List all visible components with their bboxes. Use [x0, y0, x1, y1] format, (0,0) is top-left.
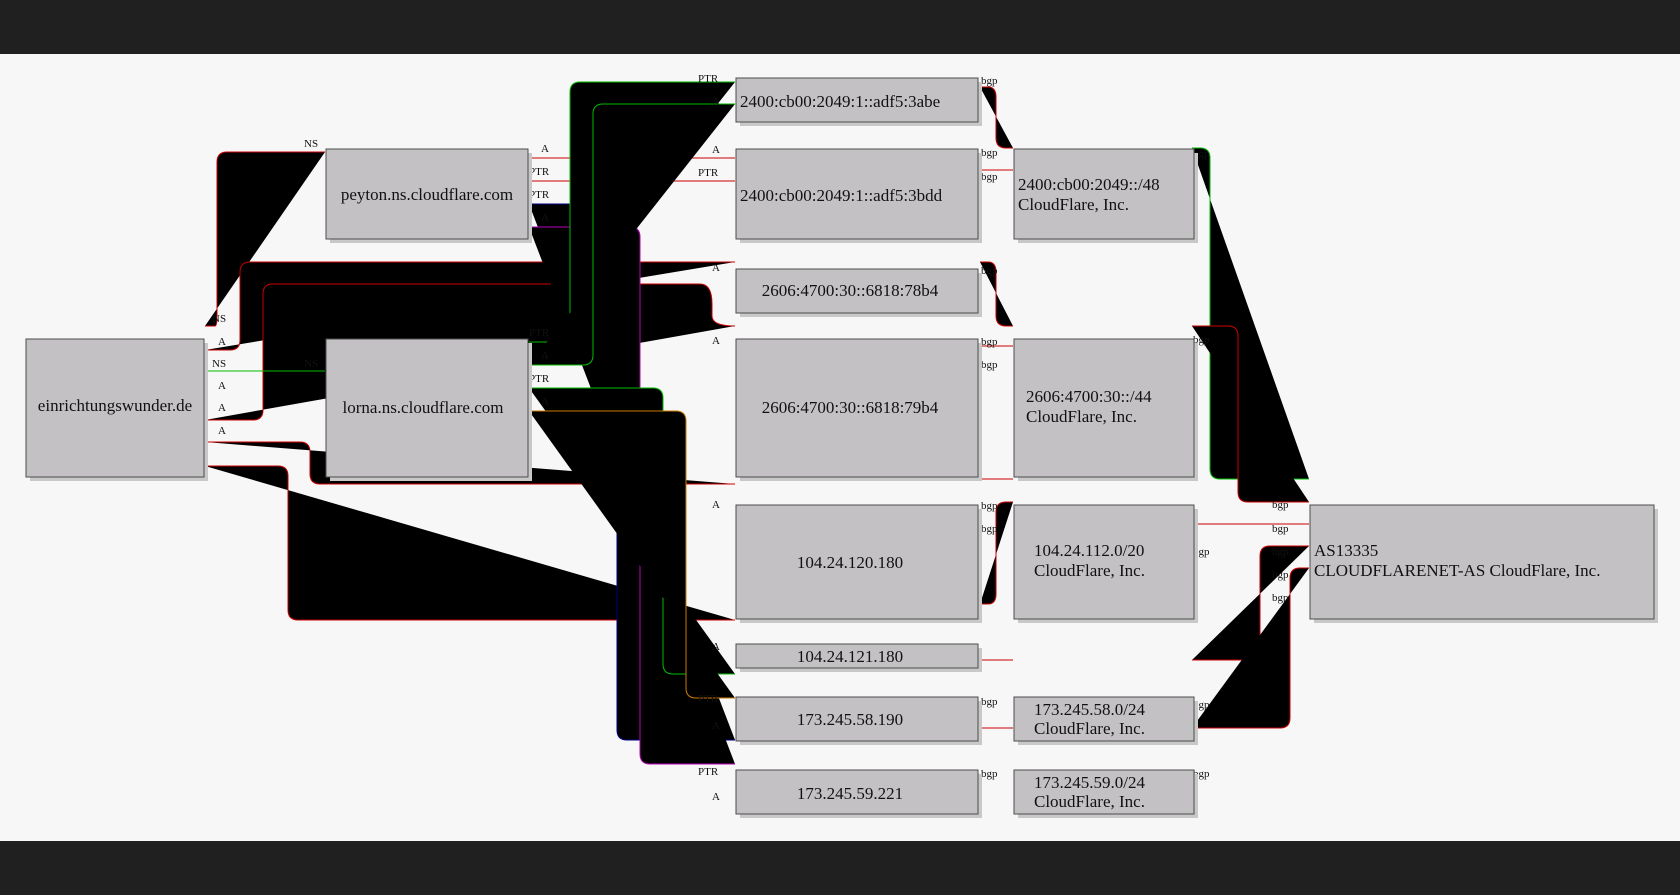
node-ip4-59: 173.245.59.221	[735, 769, 982, 818]
edge-lorna-ip4-58-a	[529, 410, 735, 699]
node-ip6-abe: 2400:cb00:2049:1::adf5:3abe	[735, 77, 982, 126]
edge-abe-net2400	[980, 86, 1013, 149]
node-ip4-120: 104.24.120.180	[735, 504, 982, 623]
node-lorna-label: lorna.ns.cloudflare.com	[343, 398, 504, 417]
label-ns-peyton: NS	[304, 138, 318, 150]
node-ip4-59-label: 173.245.59.221	[797, 784, 903, 803]
label-a-lorna2: A	[541, 396, 549, 408]
label-bgp-120: bgp	[981, 500, 998, 512]
node-peyton-label: peyton.ns.cloudflare.com	[341, 185, 513, 204]
edge-lorna-ip6-abe-a	[529, 103, 735, 366]
label-bgp-8b4: bgp	[981, 265, 998, 277]
node-net-2400-line1: 2400:cb00:2049::/48	[1018, 175, 1160, 194]
edge-domain-peyton-ns	[205, 151, 325, 327]
node-net-59-line1: 173.245.59.0/24	[1034, 773, 1145, 792]
edge-domain-ip4-121	[205, 465, 735, 621]
label-bgp-abe: bgp	[981, 75, 998, 87]
label-bgp-asn2: bgp	[1272, 523, 1289, 535]
label-a-domain1: A	[218, 336, 226, 348]
node-ip4-58: 173.245.58.190	[735, 696, 982, 745]
node-domain: einrichtungswunder.de	[25, 338, 208, 481]
node-ip6-9b4: 2606:4700:30::6818:79b4	[735, 338, 982, 481]
dns-graph: NS NS A NS NS A A A A PTR PTR A PTR A PT…	[25, 73, 1658, 818]
node-ip6-9b4-label: 2606:4700:30::6818:79b4	[762, 398, 939, 417]
node-ip6-bdd: 2400:cb00:2049:1::adf5:3bdd	[735, 148, 982, 243]
node-ip4-121-label: 104.24.121.180	[797, 647, 903, 666]
node-net-58: 173.245.58.0/24 CloudFlare, Inc.	[1013, 696, 1198, 745]
label-bgp-58: bgp	[981, 696, 998, 708]
label-ptr-lorna2: PTR	[529, 373, 550, 385]
label-a-domain2: A	[218, 380, 226, 392]
label-ptr-59: PTR	[698, 766, 719, 778]
label-ns-lorna: NS	[304, 358, 318, 370]
node-net-2606-line2: CloudFlare, Inc.	[1026, 407, 1137, 426]
node-net-58-line2: CloudFlare, Inc.	[1034, 719, 1145, 738]
label-a-8b4: A	[712, 262, 720, 274]
label-bgp-bdd1: bgp	[981, 147, 998, 159]
label-a-59: A	[712, 791, 720, 803]
label-bgp-asn1: bgp	[1272, 499, 1289, 511]
label-a-domain3: A	[218, 402, 226, 414]
node-asn-line2: CLOUDFLARENET-AS CloudFlare, Inc.	[1314, 561, 1600, 580]
diagram-canvas: NS NS A NS NS A A A A PTR PTR A PTR A PT…	[0, 54, 1680, 841]
label-ns-domain1: NS	[212, 313, 226, 325]
label-a-120: A	[712, 499, 720, 511]
label-a-abe: A	[712, 96, 720, 108]
node-net-59: 173.245.59.0/24 CloudFlare, Inc.	[1013, 769, 1198, 818]
edge-net58-asn	[1192, 545, 1309, 661]
label-bgp-59: bgp	[981, 768, 998, 780]
label-bgp-121: bgp	[981, 523, 998, 535]
node-net-58-line1: 173.245.58.0/24	[1034, 700, 1145, 719]
label-bgp-asn3: bgp	[1272, 546, 1289, 558]
node-net-104-line2: CloudFlare, Inc.	[1034, 561, 1145, 580]
node-net-2606-line1: 2606:4700:30::/44	[1026, 387, 1152, 406]
edge-net59-asn	[1192, 567, 1309, 729]
label-bgp-9b4a: bgp	[981, 336, 998, 348]
label-a-9b4: A	[712, 335, 720, 347]
label-a-peyton2: A	[541, 212, 549, 224]
label-ptr-58: PTR	[698, 693, 719, 705]
label-a-58: A	[712, 720, 720, 732]
node-net-104-line1: 104.24.112.0/20	[1034, 541, 1144, 560]
node-peyton: peyton.ns.cloudflare.com	[325, 148, 532, 243]
node-ip4-58-label: 173.245.58.190	[797, 710, 903, 729]
node-ip6-abe-label: 2400:cb00:2049:1::adf5:3abe	[740, 92, 940, 111]
label-bgp-asn4: bgp	[1272, 569, 1289, 581]
node-net-2400: 2400:cb00:2049::/48 CloudFlare, Inc.	[1013, 148, 1198, 243]
label-ptr-abe: PTR	[698, 73, 719, 85]
label-bgp-asn5: bgp	[1272, 592, 1289, 604]
label-bgp-9b4b: bgp	[981, 359, 998, 371]
node-ip6-8b4-label: 2606:4700:30::6818:78b4	[762, 281, 939, 300]
edge-net2606-asn	[1192, 325, 1309, 503]
label-a-lorna1: A	[541, 350, 549, 362]
node-net-104: 104.24.112.0/20 CloudFlare, Inc.	[1013, 504, 1198, 623]
label-a-domain4: A	[218, 425, 226, 437]
label-ptr-peyton1: PTR	[529, 166, 550, 178]
node-ip4-120-label: 104.24.120.180	[797, 553, 903, 572]
edge-8b4-net2606	[980, 261, 1013, 327]
node-ip6-bdd-label: 2400:cb00:2049:1::adf5:3bdd	[740, 186, 943, 205]
node-lorna: lorna.ns.cloudflare.com	[325, 338, 532, 481]
node-ip4-121: 104.24.121.180	[735, 643, 982, 672]
label-ptr-peyton2: PTR	[529, 189, 550, 201]
edge-121-net104	[980, 501, 1013, 605]
label-a-peyton1: A	[541, 143, 549, 155]
node-net-2400-line2: CloudFlare, Inc.	[1018, 195, 1129, 214]
label-ns-domain2: NS	[212, 358, 226, 370]
label-bgp-bdd2: bgp	[981, 171, 998, 183]
label-a-bdd: A	[712, 144, 720, 156]
label-ptr-lorna1: PTR	[529, 327, 550, 339]
label-ptr-bdd: PTR	[698, 167, 719, 179]
node-net-59-line2: CloudFlare, Inc.	[1034, 792, 1145, 811]
label-a-121: A	[712, 641, 720, 653]
node-net-2606: 2606:4700:30::/44 CloudFlare, Inc.	[1013, 338, 1198, 481]
node-asn: AS13335 CLOUDFLARENET-AS CloudFlare, Inc…	[1309, 504, 1658, 623]
node-domain-label: einrichtungswunder.de	[38, 396, 192, 415]
node-asn-line1: AS13335	[1314, 541, 1378, 560]
node-ip6-8b4: 2606:4700:30::6818:78b4	[735, 268, 982, 317]
edge-net2400-asn	[1192, 147, 1309, 480]
